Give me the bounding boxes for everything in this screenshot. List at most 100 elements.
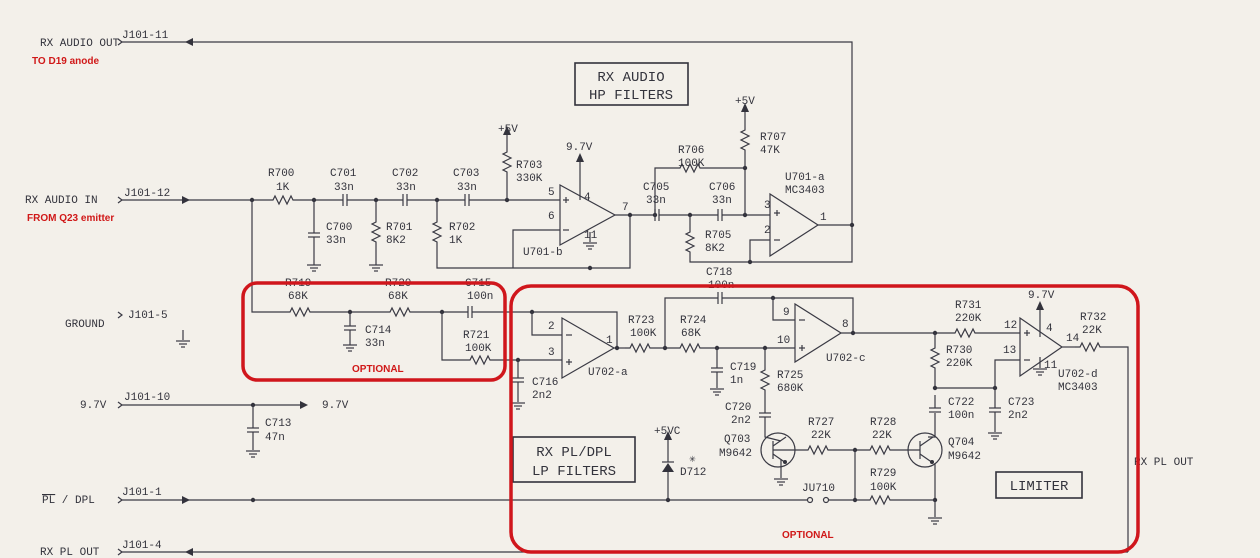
resistor-R720	[385, 306, 415, 318]
label-p5v_2: +5V	[735, 96, 755, 108]
rx-audio-in-pin: J101-12	[124, 188, 170, 200]
capacitor-C702	[402, 194, 408, 206]
lp-filters-title-2: LP FILTERS	[532, 464, 616, 480]
ground-pin: J101-5	[128, 310, 168, 322]
label-u701a: U701-a	[785, 172, 825, 184]
label-c714v: 33n	[365, 338, 385, 350]
label-c700v: 33n	[326, 235, 346, 247]
capacitor-C718	[717, 292, 723, 304]
label-c723v: 2n2	[1008, 410, 1028, 422]
label-pin11d: 11	[1044, 360, 1058, 372]
wire	[436, 213, 631, 269]
label-c713v: 47n	[265, 432, 285, 444]
label-u701a_p: MC3403	[785, 185, 825, 197]
capacitor-C714	[344, 325, 356, 331]
label-q703: Q703	[724, 434, 750, 446]
capacitor-C713	[247, 427, 259, 433]
label-pin12: 12	[1004, 320, 1017, 332]
optional-label-1: OPTIONAL	[352, 364, 404, 375]
label-r720v: 68K	[388, 291, 408, 303]
label-c706v: 33n	[712, 195, 732, 207]
label-r732v: 22K	[1082, 325, 1102, 337]
opamp-U702-d	[1019, 316, 1064, 378]
resistor-R706	[675, 162, 705, 174]
junction-dot	[587, 265, 593, 271]
pl-dpl-pin: J101-1	[122, 487, 162, 499]
resistor-R700	[268, 194, 298, 206]
resistor-R701	[370, 217, 382, 247]
junction-dot	[932, 385, 938, 391]
resistor-R725	[759, 365, 771, 395]
resistor-R732	[1075, 341, 1105, 353]
label-c719v: 1n	[730, 375, 743, 387]
connector-icon	[117, 38, 123, 46]
label-pin1a: 1	[820, 212, 827, 224]
resistor-R703	[501, 147, 513, 177]
label-r725v: 680K	[777, 383, 804, 395]
label-c702v: 33n	[396, 182, 416, 194]
label-c713: C713	[265, 418, 291, 430]
wire	[654, 167, 675, 215]
resistor-R707	[739, 125, 751, 155]
optional-highlight-2	[509, 284, 1140, 554]
resistor-R728	[865, 444, 895, 456]
label-pin7: 7	[622, 202, 629, 214]
capacitor-C722	[929, 407, 941, 413]
label-c714: C714	[365, 325, 392, 337]
wire	[664, 297, 718, 348]
limiter-title: LIMITER	[1010, 479, 1069, 495]
wire	[928, 413, 936, 438]
wire	[764, 417, 782, 442]
hp-filters-box	[574, 62, 689, 106]
wire	[1105, 346, 1129, 552]
label-r729v: 100K	[870, 482, 897, 494]
capacitor-C715	[467, 306, 473, 318]
wire	[512, 229, 560, 268]
diode-D712	[662, 463, 674, 472]
label-pin11a: 11	[584, 230, 598, 242]
label-c701v: 33n	[334, 182, 354, 194]
ground-icon	[307, 264, 321, 272]
arrow-right-icon	[300, 401, 308, 409]
label-r730: R730	[946, 345, 972, 357]
resistor-R724	[675, 342, 705, 354]
label-c701: C701	[330, 168, 357, 180]
label-r724: R724	[680, 315, 707, 327]
label-r724v: 68K	[681, 328, 701, 340]
ground-icon	[710, 388, 724, 396]
label-r723: R723	[628, 315, 654, 327]
label-r702: R702	[449, 222, 475, 234]
label-c703: C703	[453, 168, 479, 180]
transistor-Q704	[907, 432, 943, 468]
label-c702: C702	[392, 168, 418, 180]
label-pin4a: 4	[584, 192, 591, 204]
label-r706v: 100K	[678, 158, 705, 170]
rx-audio-out-note: TO D19 anode	[32, 56, 99, 67]
ground-icon	[583, 242, 597, 250]
connector-icon	[117, 311, 123, 319]
label-r721v: 100K	[465, 343, 492, 355]
label-ju710: JU710	[802, 483, 835, 495]
label-c716v: 2n2	[532, 390, 552, 402]
label-p97_1: 9.7V	[566, 142, 593, 154]
label-c720: C720	[725, 402, 751, 414]
label-r702v: 1K	[449, 235, 463, 247]
label-c703v: 33n	[457, 182, 477, 194]
supply-arrow-icon	[1036, 301, 1044, 310]
ground-icon	[988, 432, 1002, 440]
label-p97_2: 9.7V	[1028, 290, 1055, 302]
transistor-Q703-collector	[772, 436, 787, 447]
transistor-Q703	[760, 432, 796, 468]
junction-dot	[747, 259, 753, 265]
opamp-U701-a	[769, 192, 820, 258]
label-r707v: 47K	[760, 145, 780, 157]
capacitor-C701	[342, 194, 348, 206]
label-r727: R727	[808, 417, 834, 429]
label-pin13: 13	[1003, 345, 1016, 357]
lp-filters-title-1: RX PL/DPL	[536, 445, 612, 461]
rx-audio-in-note: FROM Q23 emitter	[27, 213, 114, 224]
capacitor-C720	[759, 412, 771, 418]
arrow-left-icon	[185, 38, 193, 46]
label-q704v: M9642	[948, 451, 981, 463]
